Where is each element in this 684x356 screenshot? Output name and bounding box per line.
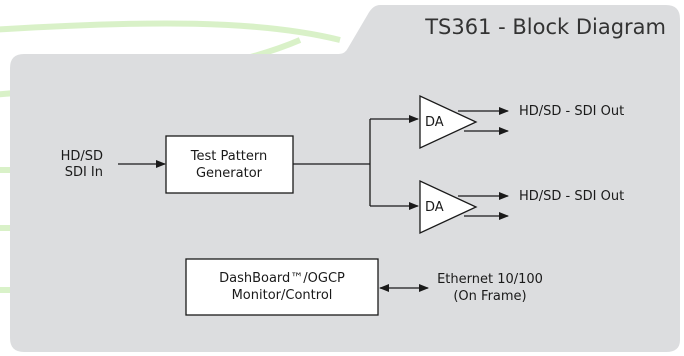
output-bottom-label: HD/SD - SDI Out xyxy=(519,189,624,204)
generator-label-line1: Test Pattern xyxy=(190,149,268,164)
input-label-line2: SDI In xyxy=(65,165,103,180)
da-amplifier-bottom xyxy=(419,179,478,235)
generator-label-line2: Generator xyxy=(196,166,263,181)
input-label: HD/SD xyxy=(61,149,103,164)
diagram-title: TS361 - Block Diagram xyxy=(424,15,666,39)
branch-lines xyxy=(293,119,371,206)
test-pattern-generator-box xyxy=(165,135,294,194)
da-top-label: DA xyxy=(425,115,444,130)
ethernet-label-line2: (On Frame) xyxy=(453,289,526,304)
da-bottom-label: DA xyxy=(425,200,444,215)
output-top-label: HD/SD - SDI Out xyxy=(519,104,624,119)
diagram-panel xyxy=(10,5,680,352)
control-label-line2: Monitor/Control xyxy=(232,288,333,303)
dashboard-control-box xyxy=(185,258,379,316)
da-amplifier-top xyxy=(419,94,478,150)
ethernet-label-line1: Ethernet 10/100 xyxy=(437,272,543,287)
control-label-line1: DashBoard™/OGCP xyxy=(219,271,345,286)
